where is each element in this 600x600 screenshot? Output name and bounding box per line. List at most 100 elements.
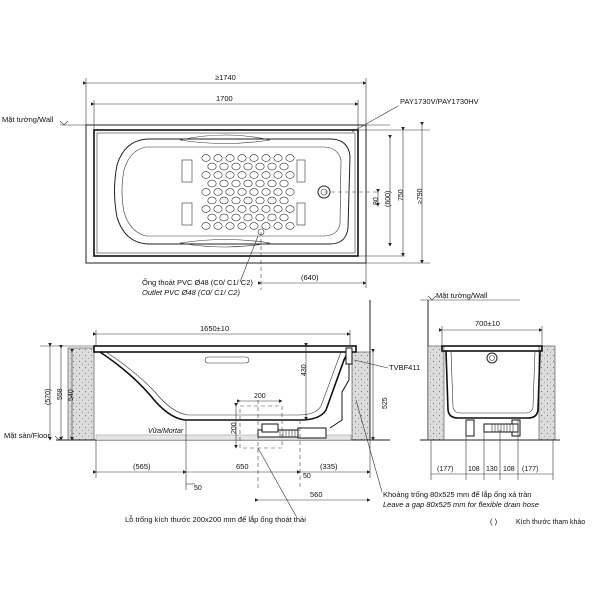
dim-650: 650 <box>236 462 249 471</box>
anti-slip-dot <box>267 213 277 222</box>
side-support-right <box>538 345 556 441</box>
anti-slip-dot <box>279 179 289 188</box>
tub-body-outer <box>99 351 349 421</box>
side-rim <box>441 345 543 352</box>
dim-overall: ≥1740 <box>215 73 236 82</box>
legend-mark: ( ) <box>490 517 498 526</box>
anti-slip-dot <box>237 188 247 196</box>
dim-50a: 50 <box>194 485 202 492</box>
anti-slip-dot <box>207 162 217 171</box>
drain-code: TVBF411 <box>389 363 420 372</box>
dim-790: ≥790 <box>417 188 424 204</box>
hole-note-vi: Lỗ trống kích thước 200x200 mm để lắp ốn… <box>125 515 306 524</box>
anti-slip-dots <box>201 154 295 230</box>
anti-slip-dot <box>207 196 217 205</box>
dim-640: (640) <box>301 273 319 282</box>
anti-slip-dot <box>261 171 271 179</box>
anti-slip-dot <box>285 171 295 179</box>
dim-700: 700±10 <box>475 319 500 328</box>
dim-108b: 108 <box>503 466 515 473</box>
floor-marker <box>54 435 64 441</box>
anti-slip-dot <box>225 154 235 162</box>
side-hose-rings <box>491 424 514 432</box>
side-view: Mặt tường/Wall 700±10 (177) 108 130 108 … <box>420 291 560 480</box>
gap-leader <box>355 399 383 493</box>
model-leader <box>351 105 399 133</box>
anti-slip-dot <box>201 188 211 196</box>
side-body-outer <box>445 350 541 419</box>
dim-177b: (177) <box>522 466 538 473</box>
dim-108a: 108 <box>468 466 480 473</box>
dim-540: 540 <box>68 389 75 401</box>
hole-leader <box>257 447 297 517</box>
anti-slip-dot <box>285 154 295 162</box>
anti-slip-dot <box>249 171 259 179</box>
anti-slip-dot <box>219 179 229 188</box>
wall-label-top: Mặt tường/Wall <box>2 115 54 124</box>
outlet-label-en: Outlet PVC Ø48 (C0/ C1/ C2) <box>142 288 240 297</box>
basin-floor <box>121 146 342 237</box>
dim-750: 750 <box>398 189 405 201</box>
gap-note-en: Leave a gap 80x525 mm for flexible drain… <box>383 500 539 509</box>
anti-slip-dot <box>225 171 235 179</box>
anti-slip-dot <box>213 171 223 179</box>
dim-565: (565) <box>133 462 151 471</box>
dim-560: 560 <box>310 490 323 499</box>
anti-slip-dot <box>237 205 247 213</box>
tub-rim-outer <box>93 129 359 257</box>
dim-570: (570) <box>45 389 52 405</box>
anti-slip-pad <box>296 159 306 183</box>
anti-slip-dot <box>213 188 223 196</box>
dim-177a: (177) <box>437 466 453 473</box>
dim-1650: 1650±10 <box>200 324 229 333</box>
anti-slip-dot <box>273 222 283 230</box>
handle-slot <box>204 356 250 364</box>
dim-80: 80 <box>373 197 380 205</box>
anti-slip-dot <box>261 154 271 162</box>
anti-slip-dot <box>273 205 283 213</box>
anti-slip-dot <box>201 154 211 162</box>
basin-outline <box>114 138 351 245</box>
anti-slip-dot <box>243 179 253 188</box>
top-view: Mặt tường/Wall ≥1740 1700 PAY1 <box>2 73 479 297</box>
anti-slip-dot <box>237 154 247 162</box>
dim-200h: 200 <box>231 422 238 434</box>
mortar-layer <box>95 434 352 441</box>
anti-slip-dot <box>219 196 229 205</box>
anti-slip-dot <box>231 213 241 222</box>
anti-slip-dot <box>207 213 217 222</box>
overflow-hose <box>329 364 350 429</box>
anti-slip-dot <box>201 222 211 230</box>
dim-length: 1700 <box>216 94 233 103</box>
dim-600: (600) <box>385 191 392 207</box>
anti-slip-dot <box>243 162 253 171</box>
anti-slip-dot <box>219 213 229 222</box>
anti-slip-dot <box>267 196 277 205</box>
side-leg-left <box>465 419 475 437</box>
anti-slip-dot <box>219 162 229 171</box>
dim-558: 558 <box>57 388 64 400</box>
tub-rim-inner <box>96 132 356 254</box>
anti-slip-dot <box>279 213 289 222</box>
dim-430: 430 <box>301 364 308 376</box>
anti-slip-dot <box>249 154 259 162</box>
side-support-left <box>427 345 445 441</box>
anti-slip-dot <box>225 205 235 213</box>
legend-text: Kích thước tham khảo <box>516 519 585 526</box>
anti-slip-dot <box>261 205 271 213</box>
anti-slip-dot <box>201 171 211 179</box>
anti-slip-dot <box>231 162 241 171</box>
side-body-inner <box>450 350 536 414</box>
anti-slip-dot <box>207 179 217 188</box>
anti-slip-dot <box>279 162 289 171</box>
right-support <box>351 351 371 441</box>
anti-slip-dot <box>213 154 223 162</box>
handle-bottom <box>179 239 271 248</box>
hose-rings <box>279 430 296 437</box>
anti-slip-dot <box>285 188 295 196</box>
anti-slip-dot <box>231 179 241 188</box>
gap-note-vi: Khoảng trống 80x525 mm để lắp ống xả trà… <box>383 490 531 499</box>
wall-label-side: Mặt tường/Wall <box>436 291 488 300</box>
floor-label: Mặt sàn/Floor <box>4 431 50 440</box>
tub-body-inner <box>105 351 342 416</box>
